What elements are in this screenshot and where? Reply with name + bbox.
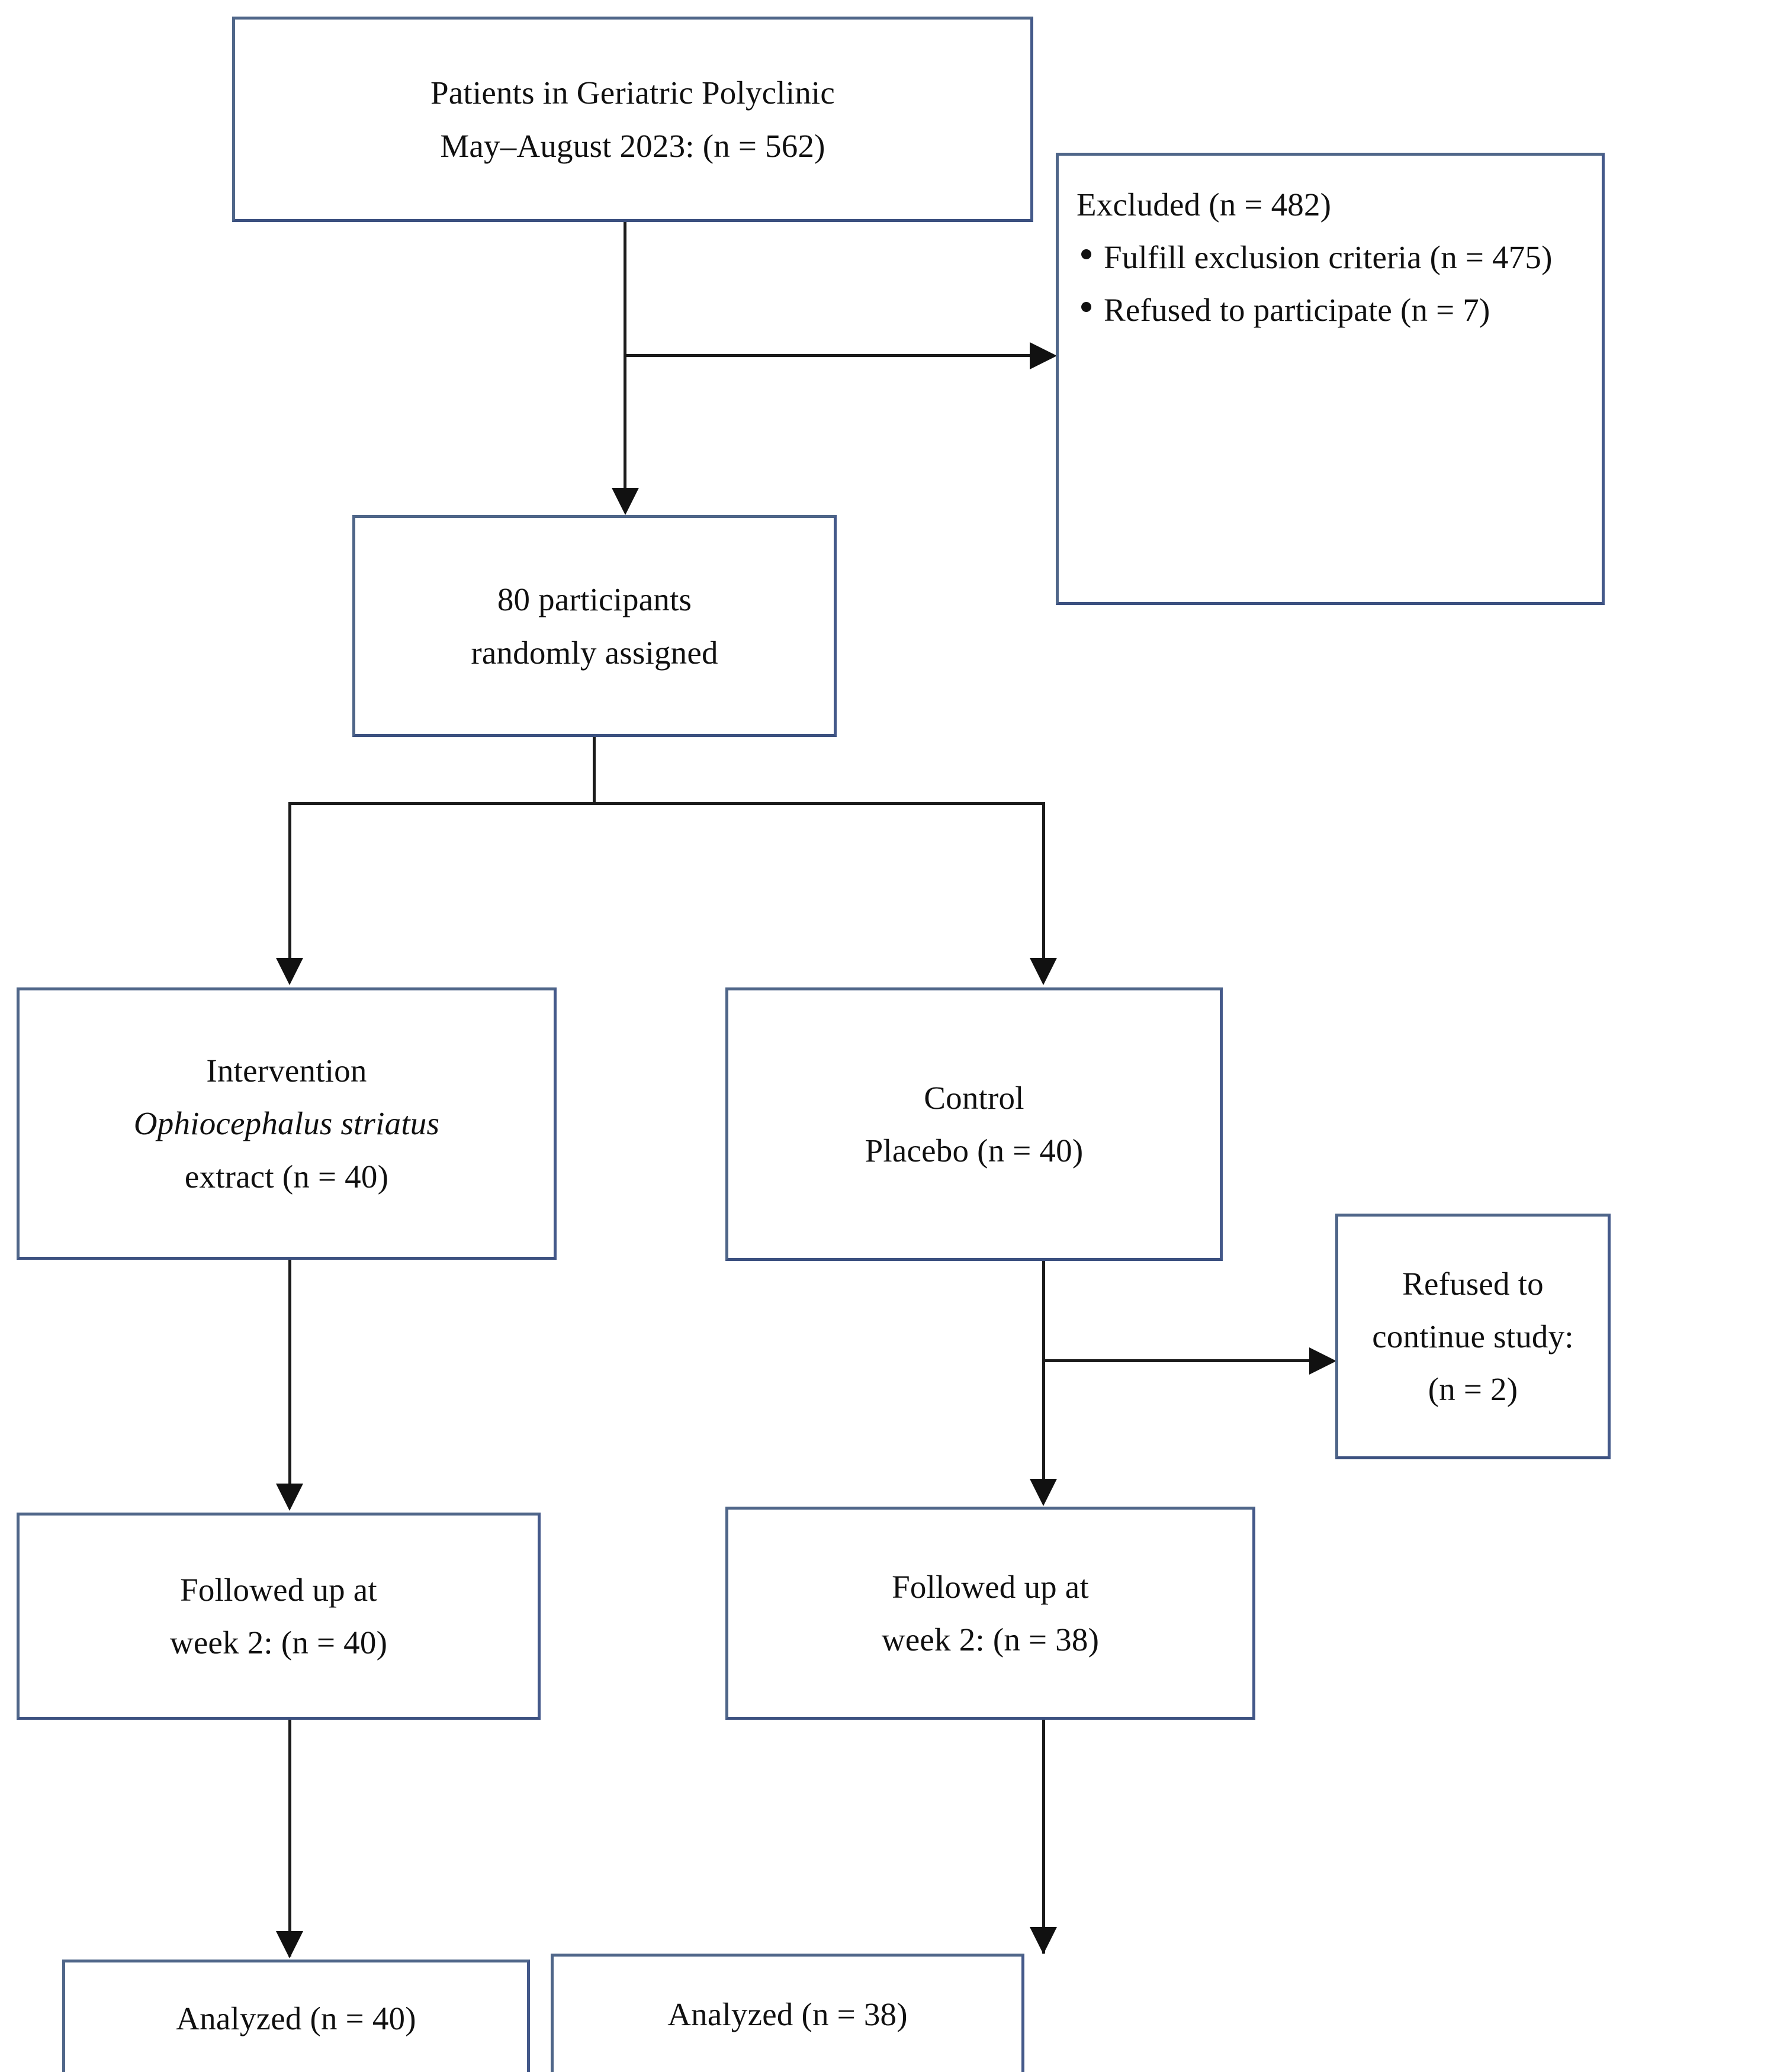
node-patients-screened[interactable]: Patients in Geriatric Polyclinic May–Aug…: [232, 17, 1033, 222]
followup-intervention-line-1: Followed up at: [180, 1571, 377, 1608]
randomized-line-2: randomly assigned: [471, 634, 718, 671]
refused-continue-line-3: (n = 2): [1428, 1371, 1518, 1408]
randomized-line-1: 80 participants: [497, 581, 692, 618]
intervention-line-3: extract (n = 40): [184, 1158, 389, 1195]
bullet-icon: [1081, 249, 1091, 259]
excluded-reason-item: Fulfill exclusion criteria (n = 475): [1077, 231, 1593, 284]
connector-control-to-followup: [1042, 1261, 1045, 1483]
node-intervention-arm[interactable]: Intervention Ophiocephalus striatus extr…: [17, 987, 557, 1260]
connector-randomized-split-bar: [288, 802, 1045, 805]
arrowhead-control-to-refused: [1309, 1347, 1336, 1375]
node-excluded[interactable]: Excluded (n = 482) Fulfill exclusion cri…: [1056, 153, 1605, 605]
connector-enrollment-to-excluded: [624, 354, 1032, 357]
excluded-reason-text: Fulfill exclusion criteria (n = 475): [1104, 239, 1553, 276]
connector-split-to-control: [1042, 802, 1045, 962]
connector-split-to-intervention: [288, 802, 291, 962]
excluded-reason-list: Fulfill exclusion criteria (n = 475) Ref…: [1077, 231, 1593, 336]
arrowhead-followup-to-analyzed-intervention: [276, 1931, 303, 1958]
node-randomized[interactable]: 80 participants randomly assigned: [352, 515, 837, 737]
arrowhead-intervention-to-followup: [276, 1484, 303, 1511]
arrowhead-split-to-control: [1030, 958, 1057, 985]
connector-randomized-stem: [593, 737, 596, 805]
analyzed-control-label: Analyzed (n = 38): [667, 1996, 908, 2032]
connector-control-to-refused: [1042, 1359, 1312, 1362]
followup-intervention-line-2: week 2: (n = 40): [169, 1624, 388, 1661]
node-control-arm[interactable]: Control Placebo (n = 40): [725, 987, 1223, 1261]
control-line-1: Control: [924, 1079, 1024, 1116]
node-analyzed-control[interactable]: Analyzed (n = 38): [551, 1954, 1024, 2072]
intervention-species-name: Ophiocephalus striatus: [133, 1105, 440, 1142]
control-line-2: Placebo (n = 40): [865, 1132, 1084, 1169]
excluded-reason-text: Refused to participate (n = 7): [1104, 292, 1490, 329]
excluded-heading: Excluded (n = 482): [1077, 186, 1332, 223]
connector-followup-to-analyzed-intervention: [288, 1720, 291, 1957]
refused-continue-line-1: Refused to: [1402, 1265, 1544, 1302]
refused-continue-line-2: continue study:: [1372, 1318, 1574, 1354]
node-refused-to-continue[interactable]: Refused to continue study: (n = 2): [1335, 1214, 1611, 1459]
arrowhead-split-to-intervention: [276, 958, 303, 985]
node-analyzed-intervention[interactable]: Analyzed (n = 40): [62, 1960, 530, 2072]
patients-screened-line-2: May–August 2023: (n = 562): [440, 127, 825, 164]
node-followup-intervention[interactable]: Followed up at week 2: (n = 40): [17, 1513, 541, 1720]
followup-control-line-2: week 2: (n = 38): [881, 1621, 1100, 1658]
excluded-reason-item: Refused to participate (n = 7): [1077, 284, 1593, 336]
arrowhead-enrollment-to-randomized: [612, 488, 639, 515]
connector-followup-to-analyzed-control: [1042, 1720, 1045, 1954]
connector-intervention-to-followup: [288, 1260, 291, 1488]
intervention-line-1: Intervention: [206, 1053, 367, 1089]
patients-screened-line-1: Patients in Geriatric Polyclinic: [430, 75, 836, 111]
arrowhead-followup-to-analyzed-control: [1030, 1927, 1057, 1954]
node-followup-control[interactable]: Followed up at week 2: (n = 38): [725, 1507, 1255, 1720]
bullet-icon: [1081, 301, 1091, 312]
analyzed-intervention-label: Analyzed (n = 40): [176, 2000, 416, 2037]
arrowhead-enrollment-to-excluded: [1030, 342, 1057, 369]
followup-control-line-1: Followed up at: [892, 1568, 1089, 1605]
arrowhead-control-to-followup: [1030, 1479, 1057, 1506]
